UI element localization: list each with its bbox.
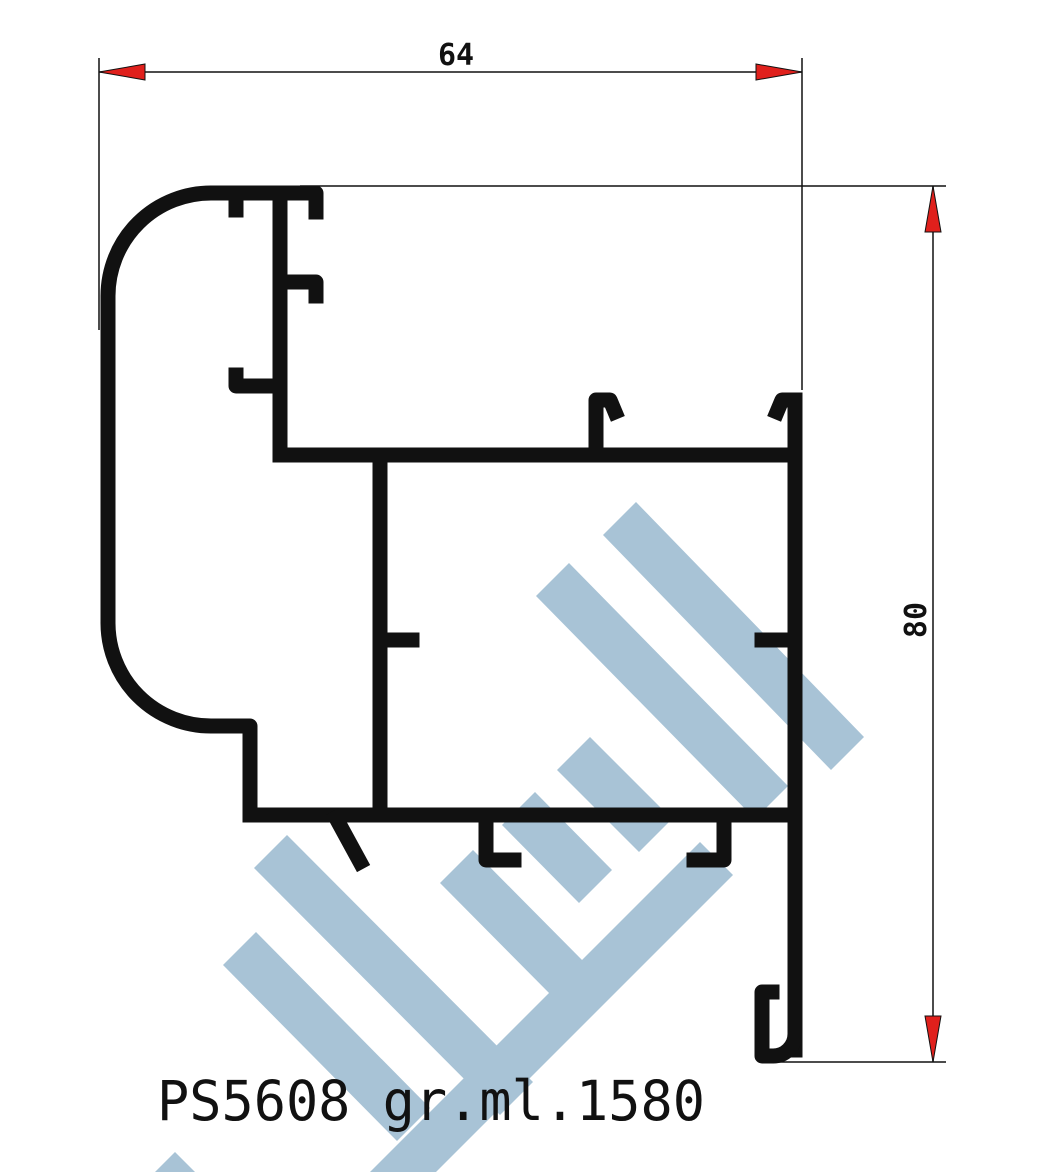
bottom-hook: [754, 984, 803, 1064]
left-hook: [228, 367, 288, 394]
profile-caption: PS5608 gr.ml.1580: [157, 1069, 705, 1133]
watermark-bar: [536, 563, 788, 819]
watermark-bar: [440, 850, 587, 998]
watermark-bar: [370, 842, 733, 1172]
watermark-bar: [603, 502, 864, 770]
arrow-bottom: [924, 1015, 942, 1063]
bottom-channel-left: [478, 810, 522, 868]
arrow-left: [98, 63, 146, 81]
watermark-bar: [557, 737, 672, 852]
bottom-slanted-fin: [325, 807, 371, 873]
width-dimension-label: 64: [438, 38, 474, 73]
arrow-right: [755, 63, 803, 81]
watermark-bar: [155, 1152, 195, 1172]
top-clip-right: [767, 392, 803, 422]
upper-hook: [272, 274, 324, 304]
dimension-lines: [98, 58, 946, 1063]
top-slot: [228, 185, 324, 220]
watermark-bar: [223, 932, 430, 1141]
top-clip-mid: [588, 392, 625, 463]
watermark-bar: [254, 835, 533, 1115]
outer-shell: [100, 185, 288, 823]
profile-section: [100, 185, 803, 1064]
arrow-top: [924, 185, 942, 233]
height-dimension-label: 80: [899, 602, 934, 638]
bottom-channel-right: [686, 810, 732, 868]
dimension-arrows: [98, 63, 942, 1063]
